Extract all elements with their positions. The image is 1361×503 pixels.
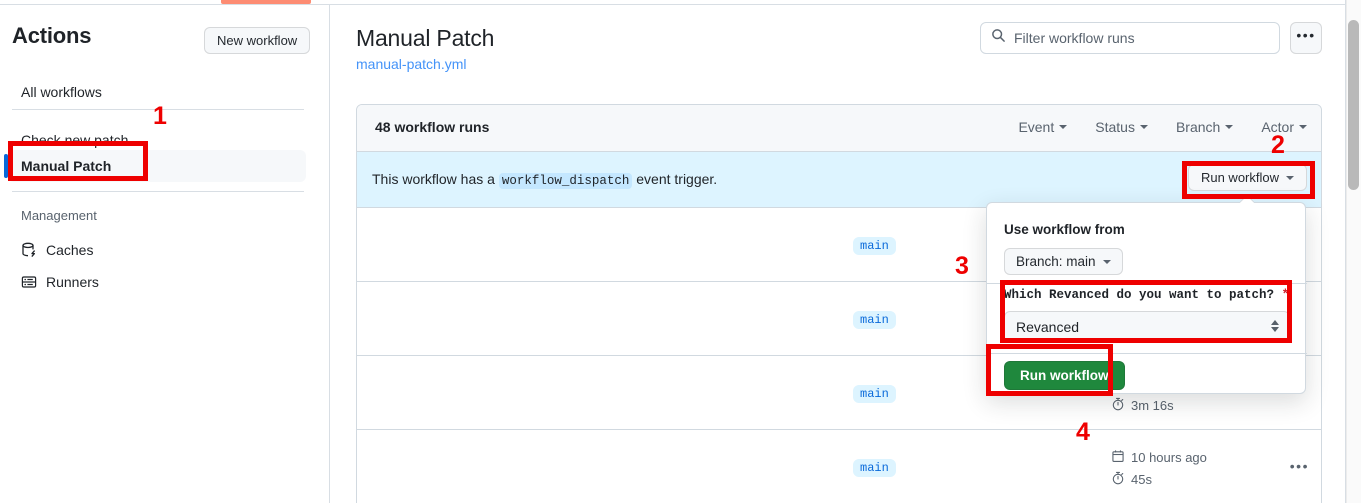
workflow-input-label: Which Revanced do you want to patch? * [1004, 288, 1289, 302]
filter-event[interactable]: Event [1018, 119, 1068, 135]
run-duration: 45s [1111, 468, 1261, 490]
sidebar-item-label: Manual Patch [21, 158, 112, 174]
filter-label: Event [1018, 119, 1055, 135]
sidebar-item-label: Caches [46, 242, 94, 258]
run-duration-label: 45s [1131, 471, 1152, 487]
annotation-number-1: 1 [153, 102, 167, 130]
sidebar-title: Actions [12, 23, 92, 48]
row-more-options-button[interactable]: ••• [1290, 458, 1309, 474]
branch-badge: main [853, 237, 896, 255]
workflow-input-label-text: Which Revanced do you want to patch? [1004, 288, 1275, 302]
search-icon [991, 28, 1006, 48]
sidebar-item-all-workflows[interactable]: All workflows [8, 76, 306, 108]
run-workflow-dropdown: Use workflow from Branch: main Which Rev… [986, 202, 1307, 394]
annotation-number-3: 3 [955, 252, 969, 280]
table-row[interactable]: main 10 hours ago [357, 430, 1321, 503]
runners-icon [21, 274, 37, 290]
required-marker: * [1281, 288, 1290, 302]
workflow-runs-count: 48 workflow runs [375, 119, 490, 135]
chevron-down-icon [1139, 125, 1148, 129]
run-workflow-button-label: Run workflow [1200, 170, 1279, 185]
sidebar-item-label: All workflows [21, 84, 102, 100]
new-workflow-button[interactable]: New workflow [204, 27, 311, 54]
filter-label: Branch [1175, 119, 1221, 135]
kebab-icon: ••• [1289, 458, 1309, 474]
search-input-wrapper[interactable] [980, 22, 1280, 54]
branch-badge: main [853, 311, 896, 329]
sidebar-item-runners[interactable]: Runners [8, 266, 306, 298]
kebab-icon: ••• [1296, 27, 1316, 43]
annotation-number-4: 4 [1076, 418, 1090, 446]
stopwatch-icon [1111, 471, 1125, 488]
filter-actor[interactable]: Actor [1261, 119, 1307, 135]
filter-branch[interactable]: Branch [1175, 119, 1234, 135]
dispatch-event-code: workflow_dispatch [498, 173, 633, 189]
branch-badge: main [853, 385, 896, 403]
dispatch-text-before: This workflow has a [372, 171, 495, 187]
page-title: Manual Patch [356, 25, 495, 51]
dropdown-divider [987, 283, 1307, 284]
revanced-select-value: Revanced [1016, 319, 1080, 335]
filter-label: Status [1095, 119, 1135, 135]
chevron-down-icon [1059, 125, 1068, 129]
top-divider [0, 4, 1361, 5]
runs-panel-header: 48 workflow runs Event Status Branch [357, 105, 1321, 152]
run-workflow-button[interactable]: Run workflow [1187, 164, 1307, 191]
page-scrollbar[interactable] [1346, 0, 1361, 503]
sidebar-item-label: Runners [46, 274, 99, 290]
chevron-down-icon [1225, 125, 1234, 129]
dispatch-text-after: event trigger. [636, 171, 718, 187]
cache-icon [21, 242, 37, 258]
sidebar: Actions New workflow All workflows Check… [0, 5, 330, 503]
select-updown-icon [1271, 320, 1279, 332]
run-duration-label: 3m 16s [1131, 397, 1174, 413]
chevron-down-icon [1286, 175, 1294, 180]
branch-selector-button[interactable]: Branch: main [1004, 248, 1123, 275]
workflow-runs-panel: 48 workflow runs Event Status Branch [356, 104, 1322, 503]
filter-group: Event Status Branch Actor [1018, 119, 1307, 135]
workflow-file-link[interactable]: manual-patch.yml [356, 56, 467, 72]
stopwatch-icon [1111, 397, 1125, 414]
scrollbar-thumb[interactable] [1348, 20, 1359, 190]
run-meta: 10 hours ago 45s [1111, 446, 1261, 490]
submit-run-workflow-button[interactable]: Run workflow [1004, 361, 1125, 390]
run-date: 10 hours ago [1111, 446, 1261, 468]
run-duration: 3m 16s [1111, 394, 1261, 416]
filter-label: Actor [1261, 119, 1294, 135]
sidebar-divider [12, 191, 304, 192]
content-right-edge [1345, 0, 1346, 503]
sidebar-section-management: Management [21, 208, 97, 223]
sidebar-item-manual-patch[interactable]: Manual Patch [4, 150, 306, 182]
sidebar-item-label: Check new patch [21, 132, 129, 148]
filter-status[interactable]: Status [1095, 119, 1148, 135]
dropdown-caret [1240, 195, 1254, 203]
dispatch-banner-text: This workflow has a workflow_dispatch ev… [372, 171, 718, 189]
sidebar-divider [12, 109, 304, 110]
branch-badge: main [853, 459, 896, 477]
workflow-dispatch-banner: This workflow has a workflow_dispatch ev… [357, 152, 1321, 208]
chevron-down-icon [1102, 259, 1111, 264]
chevron-down-icon [1299, 125, 1307, 129]
active-tab-indicator [221, 0, 311, 4]
annotation-number-2: 2 [1271, 131, 1285, 159]
more-options-button[interactable]: ••• [1290, 22, 1322, 54]
run-date-label: 10 hours ago [1131, 449, 1207, 465]
dropdown-divider [987, 353, 1307, 354]
sidebar-item-caches[interactable]: Caches [8, 234, 306, 266]
revanced-select[interactable]: Revanced [1004, 311, 1290, 343]
branch-selector-label: Branch: main [1016, 254, 1096, 269]
search-input[interactable] [1014, 30, 1269, 46]
use-workflow-from-label: Use workflow from [1004, 222, 1125, 237]
calendar-icon [1111, 449, 1125, 466]
run-meta: 3m 16s [1111, 372, 1261, 416]
